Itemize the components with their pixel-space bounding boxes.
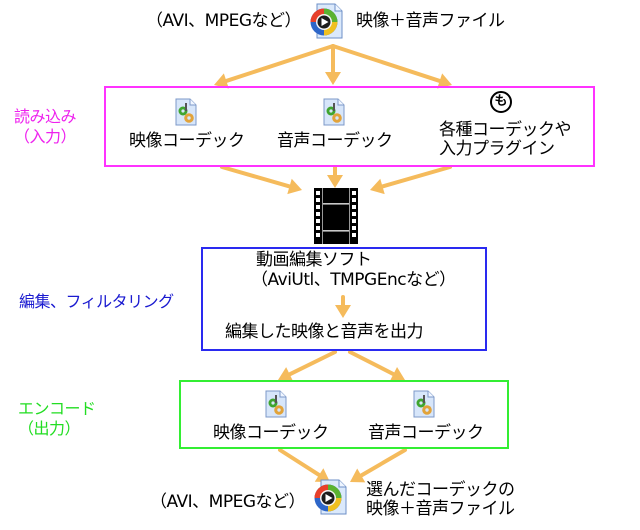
encode-stage-label-line1: エンコード: [18, 399, 96, 418]
media-file-icon: [309, 3, 343, 39]
edit-stage-label: 編集、フィルタリング: [19, 292, 174, 311]
codec-file-icon: [174, 98, 198, 126]
bottom-output-label: 選んだコーデックの 映像＋音声ファイル: [366, 481, 515, 519]
bottom-format-note: （AVI、MPEGなど）: [150, 492, 306, 512]
top-format-note: （AVI、MPEGなど）: [146, 11, 302, 31]
arrow-input-video-to-film: [220, 165, 302, 195]
codec-file-icon: [264, 390, 288, 418]
input-plugins-label-line1: 各種コーデックや: [439, 120, 572, 140]
arrow-input-plugins-to-film: [370, 165, 452, 195]
arrow-input-audio-to-film: [327, 165, 343, 188]
encode-audio-codec-label: 音声コーデック: [368, 423, 484, 443]
input-stage-label-line1: 読み込み: [14, 107, 77, 126]
edit-software-examples: （AviUtl、TMPGEncなど）: [251, 270, 456, 290]
film-strip-icon: [314, 188, 358, 244]
arrow-encode-video-to-output: [278, 448, 330, 482]
input-plugins-label-line2: 入力プラグイン: [439, 139, 555, 159]
codec-file-icon: [322, 98, 346, 126]
input-audio-codec-label: 音声コーデック: [277, 131, 393, 151]
edit-output-label: 編集した映像と音声を出力: [225, 322, 424, 342]
arrow-edit-to-encode-audio: [348, 350, 405, 382]
input-stage-label-line2: （入力）: [14, 127, 77, 146]
encode-video-codec-label: 映像コーデック: [213, 423, 329, 443]
circled-mo-icon: も: [490, 91, 512, 113]
input-stage-box: [104, 86, 595, 167]
encode-stage-label-line2: （出力）: [18, 419, 81, 438]
top-source-label: 映像＋音声ファイル: [356, 11, 505, 31]
codec-file-icon: [412, 390, 436, 418]
input-plugins-label: 各種コーデックや 入力プラグイン: [439, 120, 572, 159]
input-stage-label: 読み込み （入力）: [14, 107, 77, 147]
arrow-to-input-plugins: [331, 44, 452, 89]
arrow-to-input-video: [214, 44, 335, 89]
bottom-output-label-line1: 選んだコーデックの: [366, 480, 515, 500]
media-file-icon: [313, 479, 347, 515]
edit-stage-box: [201, 247, 487, 351]
input-video-codec-label: 映像コーデック: [129, 131, 245, 151]
arrow-encode-audio-to-output: [350, 448, 407, 483]
arrow-edit-to-encode-video: [278, 350, 337, 382]
encode-stage-label: エンコード （出力）: [18, 399, 96, 439]
encode-stage-box: [179, 380, 509, 449]
edit-software-title: 動画編集ソフト: [256, 250, 372, 270]
arrow-to-input-audio: [325, 44, 341, 85]
bottom-output-label-line2: 映像＋音声ファイル: [366, 499, 515, 519]
